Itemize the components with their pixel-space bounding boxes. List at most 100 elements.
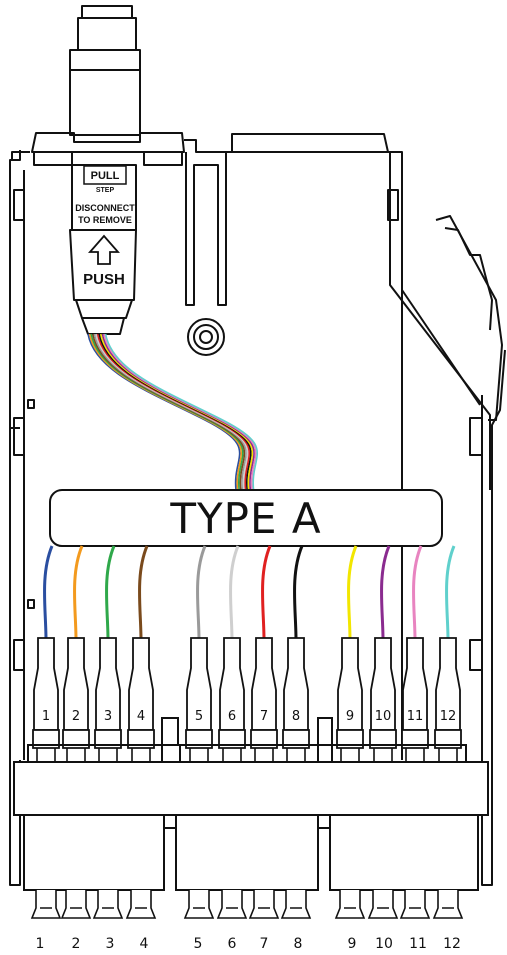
lc-latch [127,729,155,749]
fiber-strand [261,545,272,641]
ribbon-fiber [100,333,254,491]
lc-ferrule [286,748,306,762]
lc-latch [218,729,246,749]
adapter-foot [399,890,431,919]
lc-number: 5 [195,709,203,724]
fiber-channel: 6 [218,545,246,762]
lc-latch [185,729,213,749]
lc-ferrule [66,748,86,762]
ribbon-fiber [96,333,251,491]
port-number: 6 [228,936,237,952]
lc-latch [32,729,60,749]
remove-label: TO REMOVE [78,215,132,225]
fiber-ribbon [87,333,259,491]
lc-latch [401,729,429,749]
adapter-foot [30,890,62,919]
lc-number: 10 [375,709,392,724]
lc-ferrule [222,748,242,762]
fiber-strand [347,545,358,641]
adapter-body [13,717,489,891]
push-arrow-icon [88,234,120,265]
lc-ferrule [405,748,425,762]
lc-number: 9 [346,709,354,724]
adapter-foot [280,890,312,919]
fiber-strand [43,545,54,641]
adapter-foot [334,890,366,919]
port-number: 7 [260,936,269,952]
disconnect-label: DISCONNECT [75,203,135,213]
type-label: TYPE A [169,494,321,543]
lc-number: 12 [440,709,457,724]
lc-latch [434,729,462,749]
fiber-channel: 10 [369,545,397,762]
lc-latch [336,729,364,749]
fiber-strand [229,545,240,641]
lc-latch [369,729,397,749]
fiber-channel: 1 [32,545,60,762]
lc-latch [62,729,90,749]
fiber-strand [105,545,116,641]
lc-number: 4 [137,709,145,724]
lc-ferrule [340,748,360,762]
lc-latch [250,729,278,749]
lc-latch [282,729,310,749]
adapter-foot [432,890,464,919]
port-number: 11 [409,936,427,952]
lc-ferrule [373,748,393,762]
lc-ferrule [438,748,458,762]
port-number: 10 [375,936,393,952]
lc-number: 3 [104,709,112,724]
pull-label: PULL [91,170,120,182]
adapter-foot [125,890,157,919]
adapter-foot [92,890,124,919]
connector-labels: PULL STEP DISCONNECT TO REMOVE PUSH [75,165,135,288]
lc-number: 2 [72,709,80,724]
lc-ferrule [189,748,209,762]
ribbon-fiber [104,333,259,491]
push-label: PUSH [83,271,125,288]
lc-number: 7 [260,709,268,724]
lc-ferrule [254,748,274,762]
port-number: 5 [194,936,203,952]
lc-number: 6 [228,709,236,724]
fiber-channel: 5 [185,545,213,762]
fiber-channel: 2 [62,545,90,762]
port-number: 1 [36,936,45,952]
fiber-strand [380,545,391,641]
fiber-channel: 8 [282,545,310,762]
adapter-feet [30,890,464,919]
type-banner: TYPE A [49,489,443,547]
adapter-foot [367,890,399,919]
lc-ferrule [131,748,151,762]
port-number: 8 [294,936,303,952]
ribbon-fiber [103,333,257,491]
port-number: 2 [72,936,81,952]
fiber-channel: 12 [434,545,462,762]
lc-ferrule [36,748,56,762]
lc-ferrule [98,748,118,762]
adapter-foot [60,890,92,919]
lc-number: 1 [42,709,50,724]
fiber-channel: 3 [94,545,122,762]
center-post [185,152,227,356]
port-number: 3 [106,936,115,952]
lc-latch [94,729,122,749]
fiber-strand [445,545,456,641]
fiber-channel: 7 [250,545,278,762]
adapter-foot [183,890,215,919]
ribbon-fiber [95,333,249,491]
fiber-strand [196,545,207,641]
ribbon-fiber [98,333,252,491]
port-number: 9 [348,936,357,952]
fiber-channel: 11 [401,545,429,762]
lc-number: 11 [407,709,424,724]
fiber-strand [138,545,149,641]
fiber-strand [293,545,304,641]
ribbon-fiber [101,333,255,491]
step-label: STEP [96,187,115,194]
fiber-channel: 9 [336,545,364,762]
fiber-strand [73,545,84,641]
